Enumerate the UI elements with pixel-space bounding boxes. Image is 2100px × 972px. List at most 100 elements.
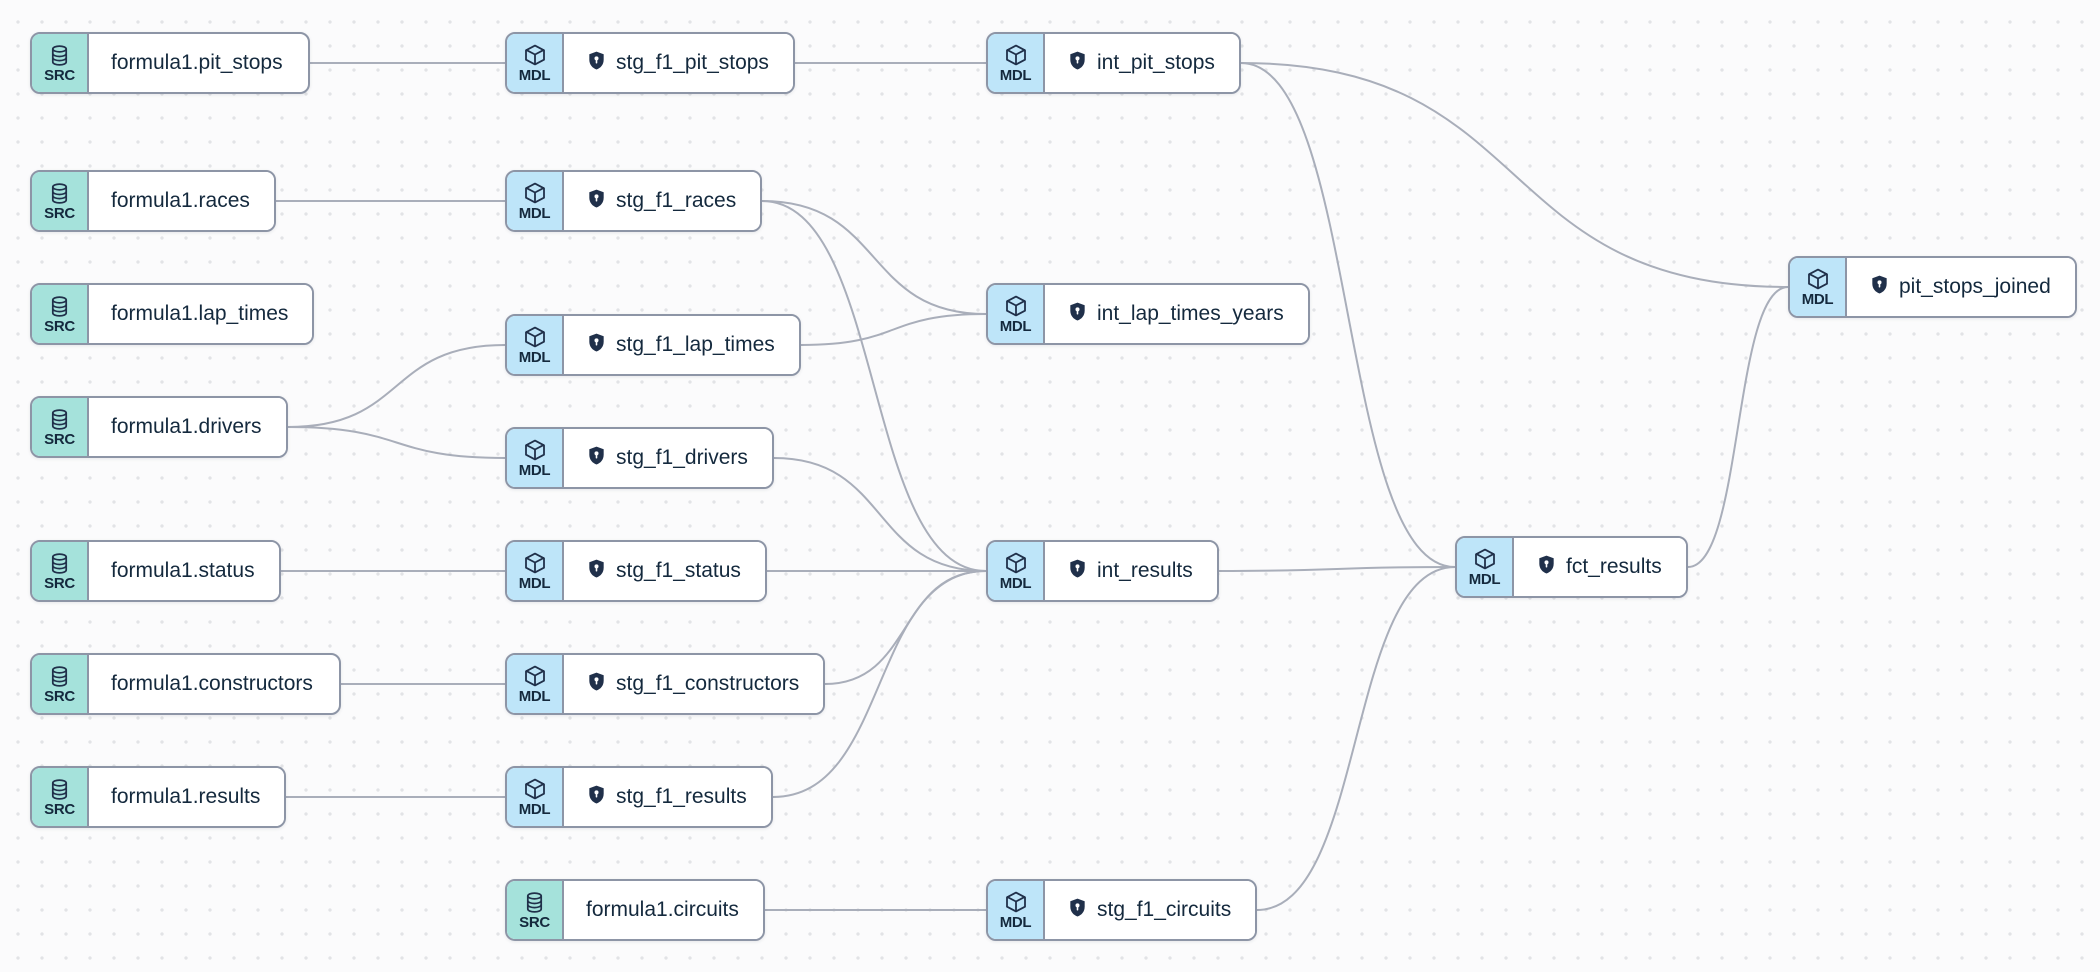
badge-label: MDL <box>999 67 1032 84</box>
lineage-node-stg_f1_lap_times[interactable]: MDL stg_f1_lap_times <box>505 314 801 376</box>
database-icon <box>48 778 71 801</box>
database-icon <box>48 295 71 318</box>
source-badge: SRC <box>32 285 89 343</box>
node-label: stg_f1_drivers <box>616 446 748 469</box>
node-body: formula1.circuits <box>564 881 763 939</box>
node-label: pit_stops_joined <box>1899 275 2051 298</box>
shield-lock-icon <box>1067 897 1088 923</box>
node-body: stg_f1_races <box>564 172 761 230</box>
model-cube-icon <box>523 181 547 205</box>
source-badge: SRC <box>32 34 89 92</box>
shield-lock-icon <box>586 188 607 214</box>
lineage-node-src_results[interactable]: SRC formula1.results <box>30 766 287 828</box>
edge-src_drivers-to-stg_f1_drivers <box>287 426 506 459</box>
shield-lock-icon <box>586 50 607 76</box>
model-cube-icon <box>1473 547 1497 571</box>
model-badge: MDL <box>988 285 1045 343</box>
shield-lock-icon <box>586 558 607 584</box>
node-body: formula1.constructors <box>89 655 337 713</box>
edge-fct_results-to-pit_stops_joined <box>1687 286 1789 568</box>
model-badge: MDL <box>988 881 1045 939</box>
node-body: stg_f1_pit_stops <box>564 34 793 92</box>
database-icon <box>48 182 71 205</box>
model-cube-icon <box>523 777 547 801</box>
shield-lock-icon <box>1067 558 1088 584</box>
model-cube-icon <box>1004 551 1028 575</box>
badge-label: MDL <box>1801 291 1834 308</box>
lineage-node-pit_stops_joined[interactable]: MDL pit_stops_joined <box>1788 256 2077 318</box>
node-label: stg_f1_races <box>616 189 737 212</box>
shield-lock-icon <box>1869 274 1890 300</box>
node-body: fct_results <box>1514 538 1686 596</box>
node-label: stg_f1_constructors <box>616 672 800 695</box>
database-icon <box>48 552 71 575</box>
node-body: stg_f1_circuits <box>1045 881 1256 939</box>
source-badge: SRC <box>32 172 89 230</box>
node-body: stg_f1_drivers <box>564 429 772 487</box>
shield-lock-icon <box>586 445 607 471</box>
shield-lock-icon <box>1067 50 1088 76</box>
node-body: formula1.pit_stops <box>89 34 307 92</box>
node-label: formula1.lap_times <box>111 302 289 325</box>
model-badge: MDL <box>1457 538 1514 596</box>
badge-label: MDL <box>999 575 1032 592</box>
node-label: stg_f1_status <box>616 559 741 582</box>
lineage-node-src_constructors[interactable]: SRC formula1.constructors <box>30 653 341 715</box>
badge-label: MDL <box>518 349 551 366</box>
shield-lock-icon <box>1067 301 1088 327</box>
model-cube-icon <box>1004 294 1028 318</box>
model-cube-icon <box>1004 43 1028 67</box>
node-label: formula1.drivers <box>111 415 262 438</box>
edge-stg_f1_races-to-int_results <box>761 200 987 572</box>
lineage-node-stg_f1_drivers[interactable]: MDL stg_f1_drivers <box>505 427 774 489</box>
edge-int_pit_stops-to-pit_stops_joined <box>1240 62 1789 288</box>
node-body: formula1.races <box>89 172 274 230</box>
edge-int_results-to-fct_results <box>1218 566 1456 572</box>
lineage-node-int_pit_stops[interactable]: MDL int_pit_stops <box>986 32 1241 94</box>
model-badge: MDL <box>988 34 1045 92</box>
badge-label: MDL <box>518 801 551 818</box>
lineage-node-src_lap_times[interactable]: SRC formula1.lap_times <box>30 283 315 345</box>
node-body: int_results <box>1045 542 1217 600</box>
lineage-node-src_pit_stops[interactable]: SRC formula1.pit_stops <box>30 32 310 94</box>
source-badge: SRC <box>32 398 89 456</box>
lineage-node-int_results[interactable]: MDL int_results <box>986 540 1219 602</box>
badge-label: MDL <box>999 318 1032 335</box>
node-label: stg_f1_pit_stops <box>616 51 769 74</box>
node-label: formula1.pit_stops <box>111 51 283 74</box>
edge-stg_f1_races-to-int_lap_times_years <box>761 200 987 315</box>
lineage-node-stg_f1_status[interactable]: MDL stg_f1_status <box>505 540 767 602</box>
node-body: stg_f1_lap_times <box>564 316 799 374</box>
node-label: int_pit_stops <box>1097 51 1215 74</box>
node-body: formula1.results <box>89 768 285 826</box>
model-cube-icon <box>523 43 547 67</box>
badge-label: MDL <box>518 462 551 479</box>
edge-stg_f1_drivers-to-int_results <box>773 457 987 572</box>
node-body: int_pit_stops <box>1045 34 1239 92</box>
source-badge: SRC <box>32 655 89 713</box>
model-badge: MDL <box>507 429 564 487</box>
badge-label: SRC <box>44 800 75 818</box>
model-cube-icon <box>523 438 547 462</box>
model-badge: MDL <box>507 542 564 600</box>
node-label: int_results <box>1097 559 1193 582</box>
node-body: pit_stops_joined <box>1847 258 2075 316</box>
node-label: formula1.constructors <box>111 672 313 695</box>
model-badge: MDL <box>507 316 564 374</box>
source-badge: SRC <box>507 881 564 939</box>
lineage-node-src_drivers[interactable]: SRC formula1.drivers <box>30 396 288 458</box>
shield-lock-icon <box>586 784 607 810</box>
node-label: formula1.status <box>111 559 255 582</box>
node-body: stg_f1_status <box>564 542 765 600</box>
